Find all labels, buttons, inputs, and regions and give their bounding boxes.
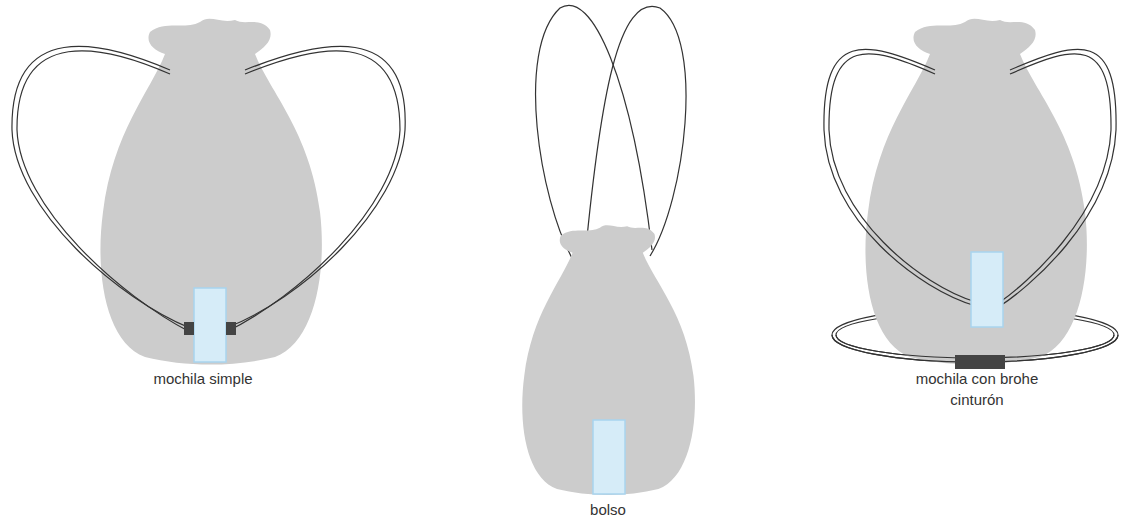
simple-backpack xyxy=(12,19,405,365)
caption-label: bolso xyxy=(508,499,708,520)
caption-label: mochila simple xyxy=(103,368,303,389)
handbag xyxy=(522,5,695,495)
belt-backpack xyxy=(824,19,1118,369)
caption-label: mochila con brohe cinturón xyxy=(912,368,1042,410)
